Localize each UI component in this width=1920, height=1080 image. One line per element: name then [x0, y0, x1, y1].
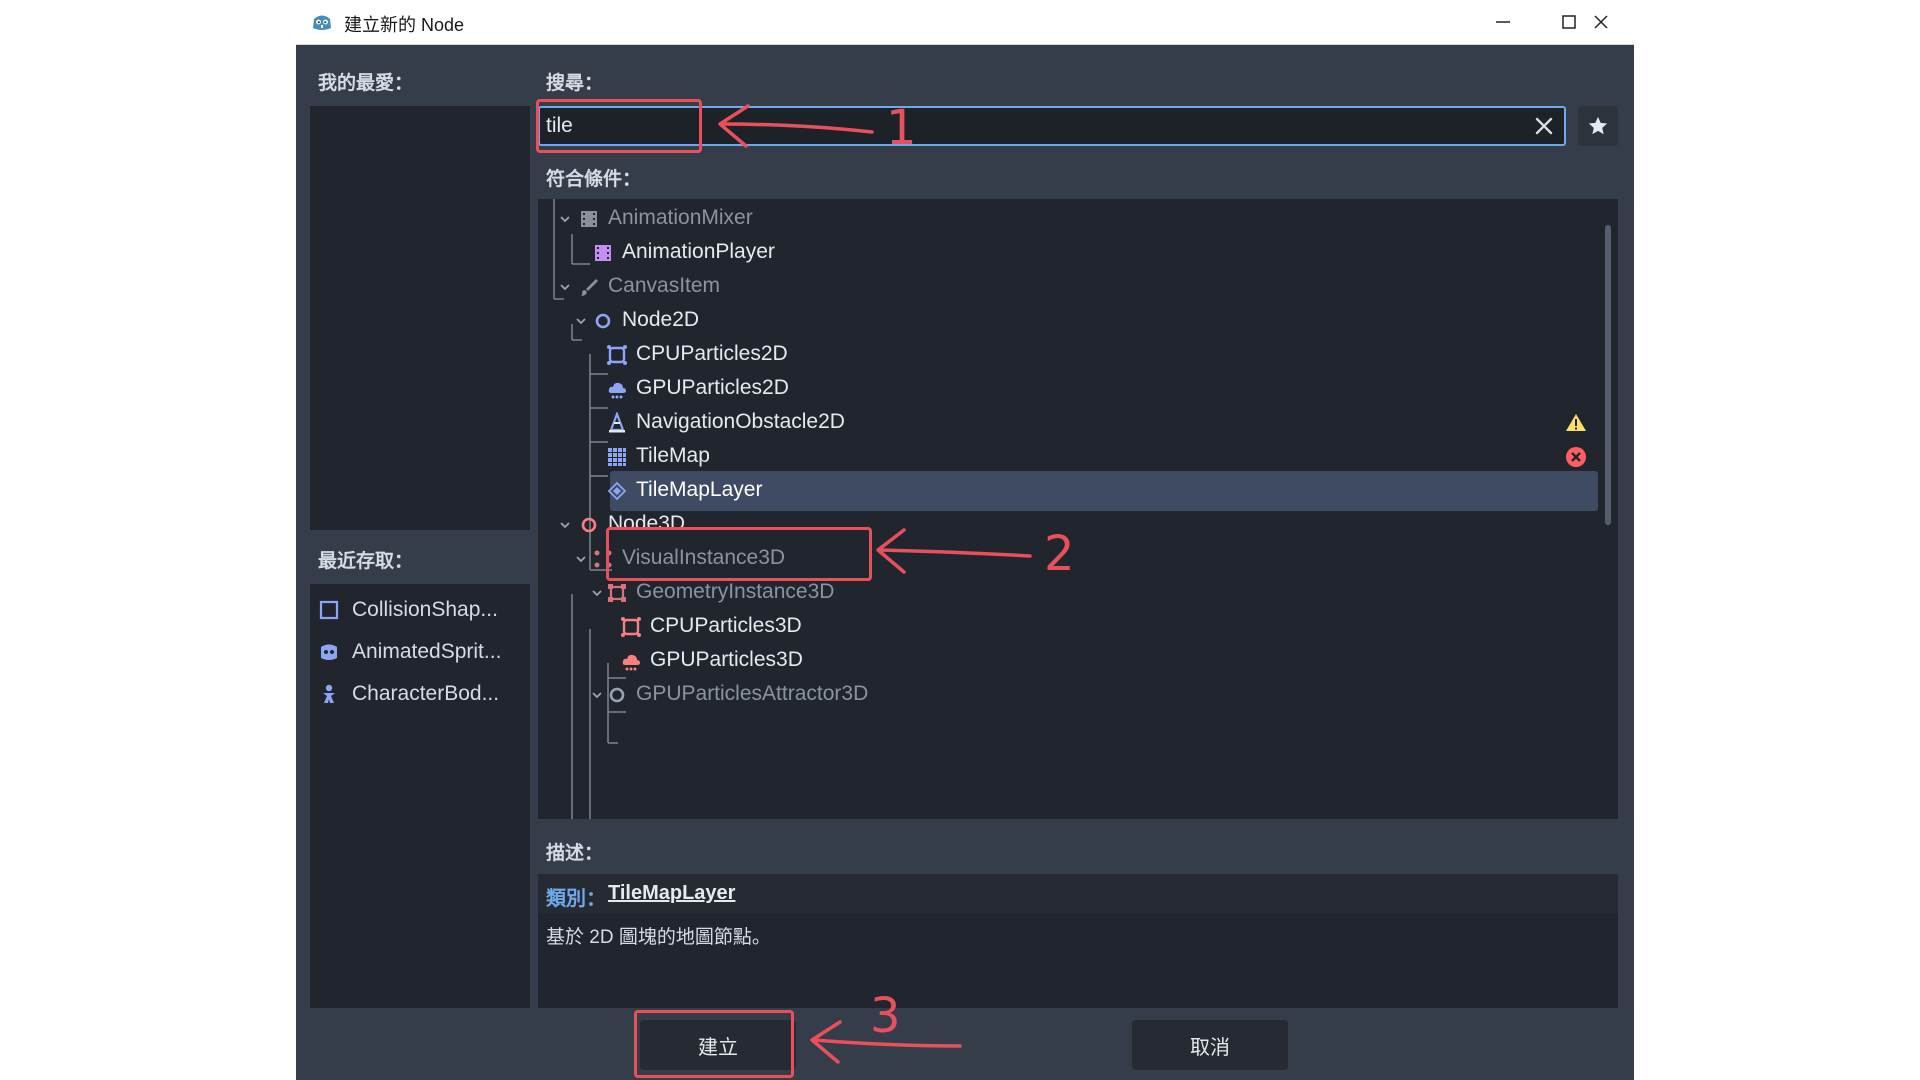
tree-row[interactable]: VisualInstance3D [538, 539, 1598, 579]
error-icon [1566, 447, 1586, 467]
brush-icon [581, 279, 598, 296]
tilemap-icon [608, 448, 626, 466]
node-label: GPUParticles3D [650, 648, 803, 671]
character-body-icon [323, 684, 335, 703]
recent-item-label: AnimatedSprit... [352, 640, 502, 663]
tree-row[interactable]: AnimationPlayer [538, 233, 1598, 273]
favorites-list[interactable] [310, 106, 530, 530]
collision-shape-icon [319, 600, 339, 620]
annotation-number-1: 1 [886, 100, 917, 156]
node3d-icon [581, 517, 597, 533]
tilemap-layer-icon [607, 481, 627, 501]
node-label: AnimationPlayer [622, 240, 775, 263]
matches-label: 符合條件： [546, 169, 642, 190]
class-line: 類別： TileMapLayer [538, 874, 1618, 914]
maximize-icon [1562, 15, 1576, 29]
gpu-particles-3d-icon [622, 654, 640, 671]
node-label: GPUParticlesAttractor3D [636, 682, 869, 705]
selection-highlight [610, 471, 1598, 511]
tree-row[interactable]: CanvasItem [538, 267, 1598, 307]
node-label: Node2D [622, 308, 700, 331]
chevron-down-icon[interactable] [590, 688, 604, 702]
gpu-particles-2d-icon [608, 382, 626, 399]
description-panel: 基於 2D 圖塊的地圖節點。 [538, 914, 1618, 1008]
tree-row[interactable]: CPUParticles2D [538, 335, 1598, 375]
minimize-button[interactable] [1470, 0, 1536, 44]
description-text: 基於 2D 圖塊的地圖節點。 [546, 927, 771, 948]
animation-player-icon [595, 245, 611, 261]
clear-icon[interactable] [1532, 114, 1556, 138]
tree-row-selected[interactable]: TileMapLayer [538, 471, 1598, 511]
recent-item-label: CharacterBod... [352, 682, 500, 705]
tree-row[interactable]: GeometryInstance3D [538, 573, 1598, 613]
chevron-down-icon[interactable] [590, 586, 604, 600]
recent-item[interactable]: AnimatedSprit... [318, 632, 501, 672]
search-field[interactable] [538, 106, 1566, 146]
gpu-particles-attractor-3d-icon [609, 687, 625, 703]
close-button[interactable] [1568, 0, 1634, 44]
node-label: AnimationMixer [608, 206, 753, 229]
node-label: TileMap [636, 444, 710, 467]
minimize-icon [1496, 21, 1510, 23]
animated-sprite-icon [321, 644, 337, 660]
geometry-instance-3d-icon [608, 584, 626, 602]
tree-row[interactable]: Node2D [538, 301, 1598, 341]
warning-icon [1566, 414, 1586, 431]
chevron-down-icon[interactable] [558, 518, 572, 532]
search-input[interactable] [546, 112, 1506, 140]
chevron-down-icon[interactable] [574, 552, 588, 566]
maximize-button[interactable] [1536, 0, 1602, 44]
window-title: 建立新的 Node [344, 15, 465, 35]
node-label: CPUParticles2D [636, 342, 788, 365]
recent-item[interactable]: CollisionShap... [318, 590, 498, 630]
chevron-down-icon[interactable] [558, 280, 572, 294]
chevron-down-icon[interactable] [574, 314, 588, 328]
navigation-obstacle-2d-icon [609, 412, 625, 433]
node-label: VisualInstance3D [622, 546, 786, 569]
recent-item[interactable]: CharacterBod... [318, 674, 499, 714]
tree-row[interactable]: AnimationMixer [538, 199, 1598, 239]
cpu-particles-2d-icon [607, 345, 627, 365]
tree-row[interactable]: GPUParticles3D [538, 641, 1598, 681]
favorite-button[interactable] [1578, 106, 1618, 146]
class-prefix: 類別： [546, 888, 606, 910]
close-icon [1594, 15, 1608, 29]
tree-row[interactable]: NavigationObstacle2D [538, 403, 1598, 443]
node-label: GeometryInstance3D [636, 580, 835, 603]
node-label: TileMapLayer [636, 478, 763, 501]
node-label: GPUParticles2D [636, 376, 789, 399]
node-label: CPUParticles3D [650, 614, 802, 637]
node-label: Node3D [608, 512, 686, 535]
favorites-label: 我的最愛： [318, 73, 414, 94]
chevron-down-icon[interactable] [558, 212, 572, 226]
create-node-dialog: 建立新的 Node 我的最愛： 最近存取： CollisionShap... A… [296, 0, 1634, 1080]
visual-instance-3d-icon [594, 550, 612, 568]
tree-row[interactable]: CPUParticles3D [538, 607, 1598, 647]
class-link[interactable]: TileMapLayer [608, 882, 736, 904]
animation-mixer-icon [581, 211, 597, 227]
node-label: NavigationObstacle2D [636, 410, 845, 433]
recent-label: 最近存取： [318, 551, 414, 572]
annotation-number-2: 2 [1044, 526, 1075, 582]
recent-list[interactable]: CollisionShap... AnimatedSprit... Charac… [310, 584, 530, 1008]
star-icon [1588, 116, 1608, 135]
search-label: 搜尋： [546, 73, 604, 94]
recent-item-label: CollisionShap... [352, 598, 498, 621]
tree-scrollbar[interactable] [1605, 225, 1611, 525]
matches-tree[interactable]: AnimationMixer AnimationPlayer CanvasIte… [538, 199, 1618, 819]
tree-row[interactable]: GPUParticles2D [538, 369, 1598, 409]
tree-row[interactable]: GPUParticlesAttractor3D [538, 675, 1598, 715]
node-label: CanvasItem [608, 274, 721, 297]
title-bar: 建立新的 Node [296, 0, 1634, 45]
create-button[interactable]: 建立 [640, 1020, 796, 1070]
node2d-icon [595, 313, 611, 329]
godot-logo-icon [313, 15, 331, 30]
cancel-button[interactable]: 取消 [1132, 1020, 1288, 1070]
tree-row[interactable]: TileMap [538, 437, 1598, 477]
description-label: 描述： [546, 843, 604, 864]
cpu-particles-3d-icon [621, 617, 641, 637]
annotation-number-3: 3 [870, 988, 901, 1044]
